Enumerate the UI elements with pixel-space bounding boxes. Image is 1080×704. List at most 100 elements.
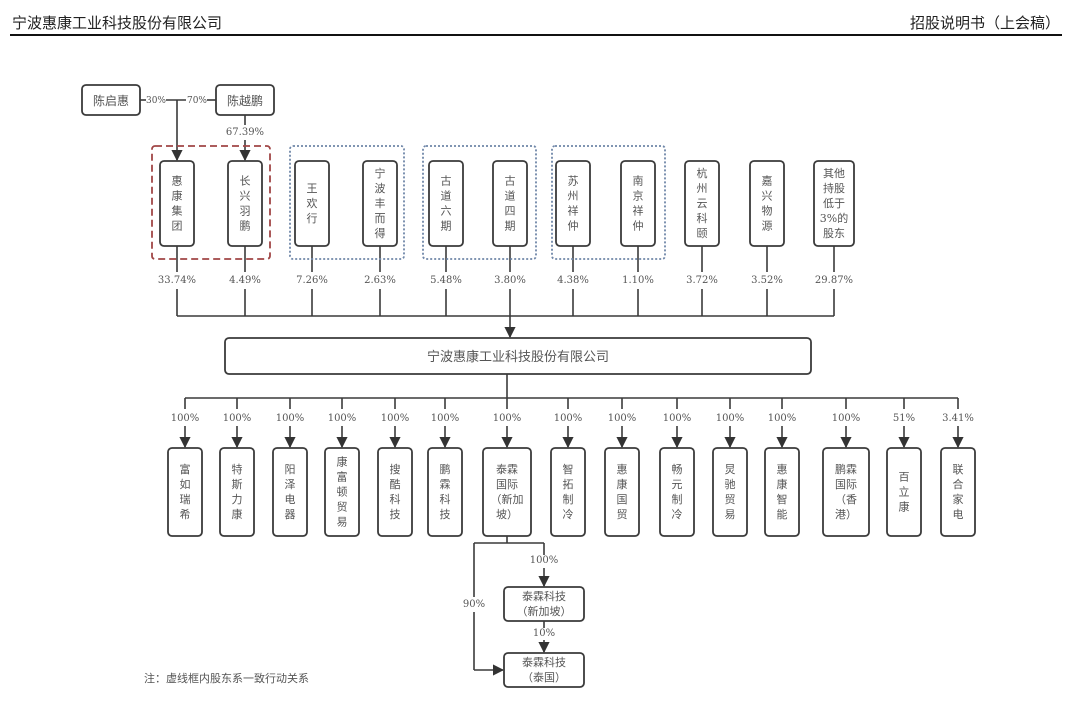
subsidiary-name: 康富顿贸易 — [337, 455, 348, 529]
issuer-company-box — [224, 337, 812, 375]
shareholder-pct: 2.63% — [364, 275, 396, 286]
shareholder-name: 南京祥仲 — [633, 175, 644, 233]
sub-subsidiary-box — [503, 652, 585, 688]
ownership-pct: 30% — [146, 96, 166, 106]
subsidiary-pct: 100% — [276, 413, 305, 424]
subsidiary-box — [604, 447, 640, 537]
shareholder-box — [620, 160, 656, 247]
shareholder-name: 古道六期 — [441, 175, 452, 233]
shareholder-box — [684, 160, 720, 247]
shareholder-pct: 4.38% — [557, 275, 589, 286]
shareholder-pct: 1.10% — [622, 275, 654, 286]
subsidiary-name: 鹏霖国际（香港） — [835, 463, 857, 521]
subsidiary-name: 惠康国贸 — [617, 462, 628, 521]
shareholder-box — [813, 160, 855, 247]
shareholder-pct: 29.87% — [815, 275, 853, 286]
shareholder-box — [749, 160, 785, 247]
subsidiary-box — [219, 447, 255, 537]
header-company: 宁波惠康工业科技股份有限公司 — [12, 14, 223, 32]
header-rule — [10, 34, 1062, 36]
subsidiary-name: 搜酷科技 — [390, 462, 401, 521]
shareholder-box — [294, 160, 330, 247]
shareholder-pct: 3.72% — [686, 275, 718, 286]
subsidiary-pct: 100% — [768, 413, 797, 424]
subsidiary-box — [167, 447, 203, 537]
sub-subsidiary-name: 泰霖科技（泰国） — [522, 655, 566, 684]
subsidiary-box — [550, 447, 586, 537]
shareholder-box — [227, 160, 263, 247]
ownership-pct: 67.39% — [226, 127, 264, 138]
shareholder-name: 苏州祥仲 — [568, 175, 579, 233]
ownership-pct: 70% — [187, 96, 207, 106]
issuer-company-name: 宁波惠康工业科技股份有限公司 — [427, 349, 609, 365]
shareholder-box — [428, 160, 464, 247]
controller-name: 陈越鹏 — [227, 93, 263, 108]
subsidiary-name: 惠康智能 — [777, 462, 788, 521]
controller-box — [215, 84, 275, 116]
subsidiary-name: 特斯力康 — [232, 462, 243, 521]
shareholder-pct: 4.49% — [229, 275, 261, 286]
sub-subsidiary-pct: 10% — [533, 628, 555, 639]
subsidiary-name: 百立康 — [899, 471, 910, 514]
subsidiary-box — [272, 447, 308, 537]
subsidiary-pct: 100% — [493, 413, 522, 424]
subsidiary-pct: 100% — [328, 413, 357, 424]
subsidiary-name: 阳泽电器 — [285, 463, 296, 521]
subsidiary-box — [764, 447, 800, 537]
shareholder-name: 惠康集团 — [172, 174, 183, 233]
shareholder-box — [555, 160, 591, 247]
shareholder-box — [492, 160, 528, 247]
sub-subsidiary-pct: 90% — [463, 599, 485, 610]
shareholder-pct: 33.74% — [158, 275, 196, 286]
subsidiary-name: 泰霖国际（新加坡） — [491, 462, 524, 521]
shareholder-pct: 3.80% — [494, 275, 526, 286]
shareholder-name: 古道四期 — [505, 175, 516, 233]
shareholder-box — [159, 160, 195, 247]
shareholder-pct: 3.52% — [751, 275, 783, 286]
subsidiary-name: 智拓制冷 — [563, 462, 574, 521]
subsidiary-box — [324, 447, 360, 537]
controller-name: 陈启惠 — [93, 93, 129, 108]
subsidiary-box — [482, 447, 532, 537]
subsidiary-box — [427, 447, 463, 537]
subsidiary-pct: 51% — [893, 413, 915, 424]
subsidiary-pct: 100% — [663, 413, 692, 424]
subsidiary-name: 鹏霖科技 — [440, 463, 451, 521]
subsidiary-pct: 100% — [716, 413, 745, 424]
subsidiary-box — [886, 447, 922, 537]
subsidiary-box — [822, 447, 870, 537]
shareholder-pct: 7.26% — [296, 275, 328, 286]
shareholder-name: 嘉兴物源 — [762, 174, 773, 233]
subsidiary-box — [377, 447, 413, 537]
footnote: 注：虚线框内股东系一致行动关系 — [144, 672, 309, 685]
shareholder-name: 杭州云科颐 — [697, 166, 708, 240]
subsidiary-name: 畅元制冷 — [672, 462, 683, 521]
shareholder-name: 宁波丰而得 — [375, 166, 386, 240]
shareholder-name: 王欢行 — [307, 182, 318, 225]
subsidiary-pct: 100% — [223, 413, 252, 424]
subsidiary-pct: 100% — [431, 413, 460, 424]
controller-box — [81, 84, 141, 116]
subsidiary-pct: 100% — [832, 413, 861, 424]
concert-group-box — [289, 145, 405, 260]
concert-group-box — [551, 145, 666, 260]
subsidiary-name: 富如瑞希 — [180, 462, 191, 521]
sub-subsidiary-box — [503, 586, 585, 622]
subsidiary-pct: 100% — [608, 413, 637, 424]
subsidiary-box — [659, 447, 695, 537]
concert-group-box — [151, 145, 271, 260]
subsidiary-name: 联合家电 — [953, 463, 964, 521]
header-doc-type: 招股说明书（上会稿） — [909, 14, 1060, 32]
concert-group-box — [422, 145, 537, 260]
subsidiary-box — [940, 447, 976, 537]
subsidiary-pct: 100% — [381, 413, 410, 424]
shareholder-box — [362, 160, 398, 247]
shareholder-name: 长兴羽鹏 — [240, 175, 251, 233]
subsidiary-pct: 100% — [171, 413, 200, 424]
sub-subsidiary-pct: 100% — [530, 555, 559, 566]
subsidiary-name: 炅驰贸易 — [725, 463, 736, 521]
sub-subsidiary-name: 泰霖科技（新加坡） — [517, 589, 572, 618]
subsidiary-box — [712, 447, 748, 537]
